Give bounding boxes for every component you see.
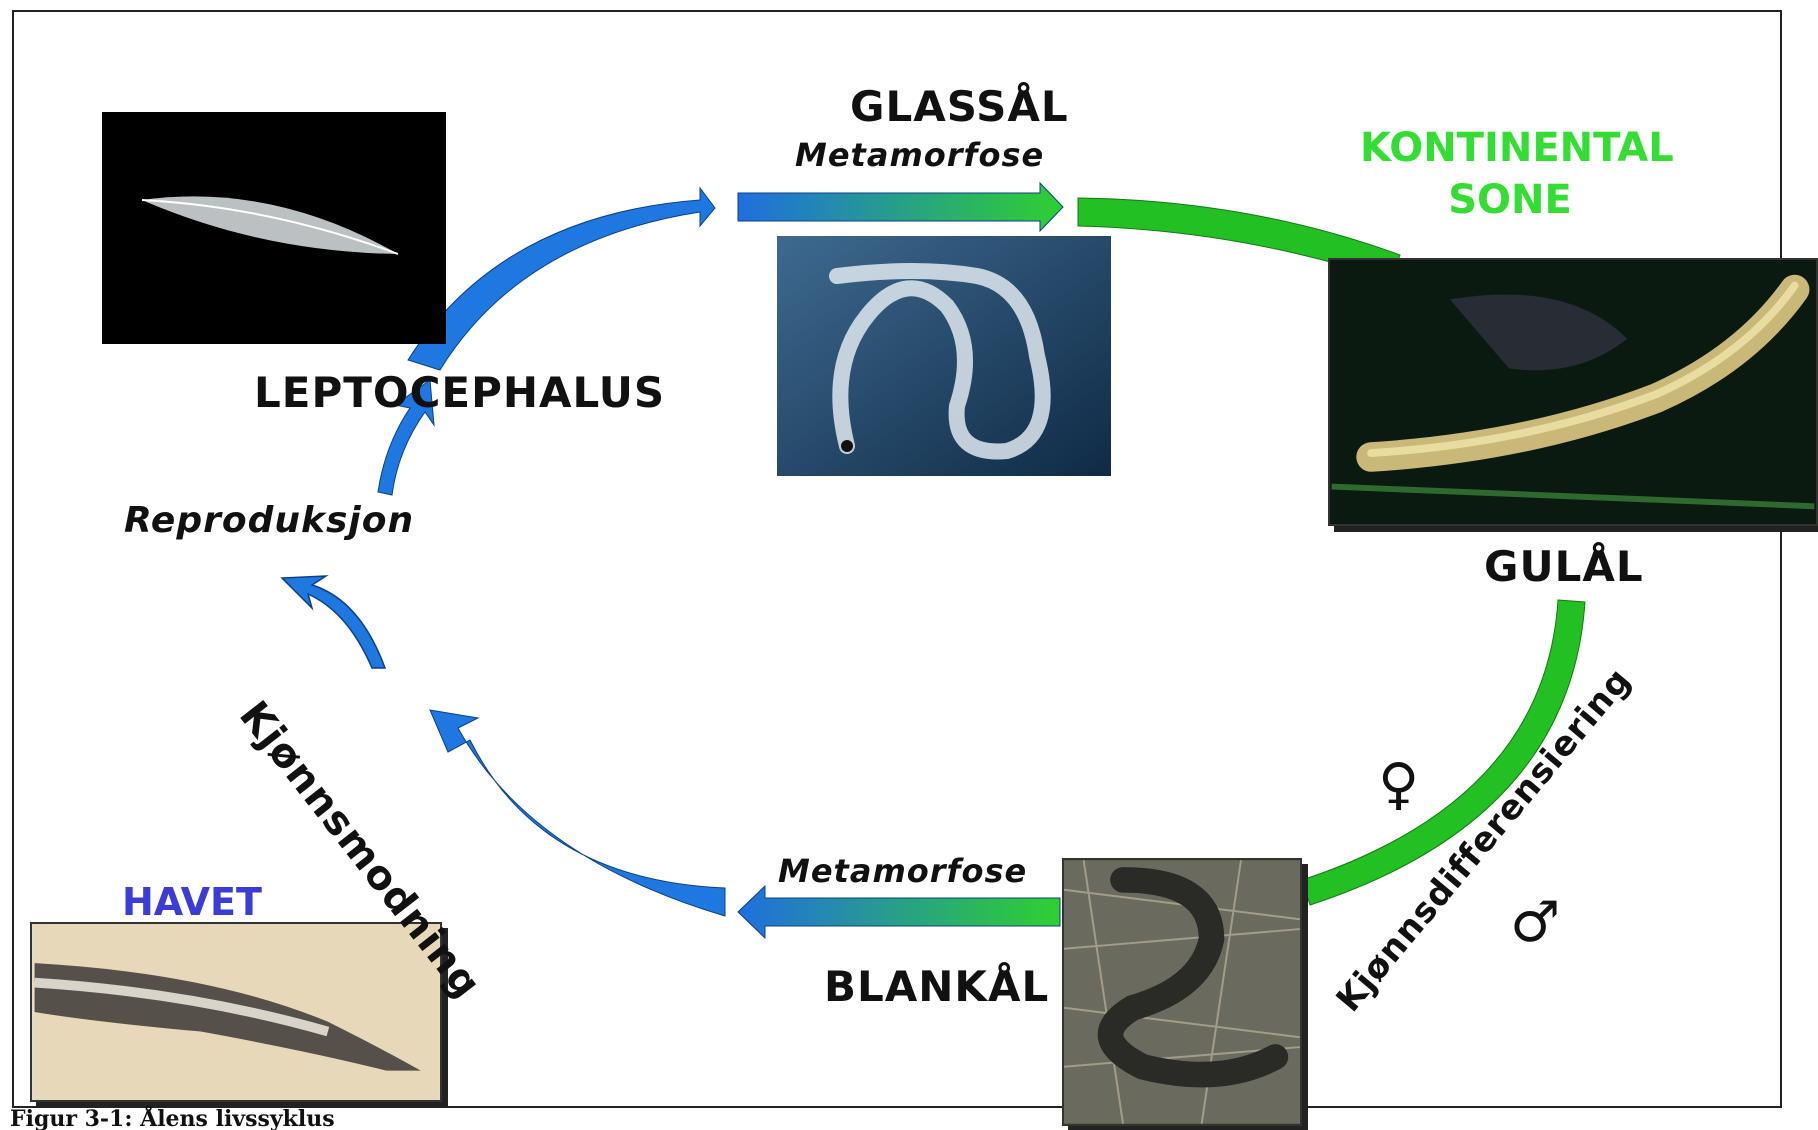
label-blankal: BLANKÅL [824, 962, 1049, 1011]
yellow-eel-photo [1328, 258, 1818, 526]
label-metamorfose-bottom: Metamorfose [778, 852, 1027, 890]
silver-eel-photo [1062, 858, 1302, 1126]
label-reproduksjon: Reproduksjon [124, 500, 414, 541]
label-havet: HAVET [122, 880, 262, 924]
label-leptocephalus: LEPTOCEPHALUS [254, 368, 665, 417]
label-gulal: GULÅL [1484, 542, 1644, 591]
sea-eel-photo [30, 922, 442, 1102]
kontinental-line-2: SONE [1360, 174, 1660, 226]
arrow-sexual-maturation [430, 710, 725, 916]
silver-eel-icon [1064, 860, 1300, 1124]
label-kontinental-sone: KONTINENTAL SONE [1360, 122, 1660, 226]
kontinental-line-1: KONTINENTAL [1360, 122, 1660, 174]
sea-eel-icon [32, 924, 440, 1100]
arrow-to-reproduction [282, 576, 385, 668]
leptocephalus-larva-photo [102, 112, 446, 344]
arrow-larva-to-glasseel [408, 188, 715, 370]
male-symbol-icon: ♂ [1510, 890, 1560, 955]
female-symbol-icon: ♀ [1378, 752, 1419, 817]
label-glassal: GLASSÅL [850, 82, 1069, 131]
glass-eel-photo [777, 236, 1111, 476]
arrow-metamorphosis-bottom [738, 886, 1060, 938]
figure-caption: Figur 3-1: Ålens livssyklus [10, 1106, 335, 1130]
arrow-metamorphosis-top [738, 183, 1063, 231]
leptocephalus-icon [102, 112, 446, 344]
yellow-eel-icon [1330, 260, 1816, 524]
label-metamorfose-top: Metamorfose [795, 136, 1044, 174]
glass-eel-icon [777, 236, 1111, 476]
